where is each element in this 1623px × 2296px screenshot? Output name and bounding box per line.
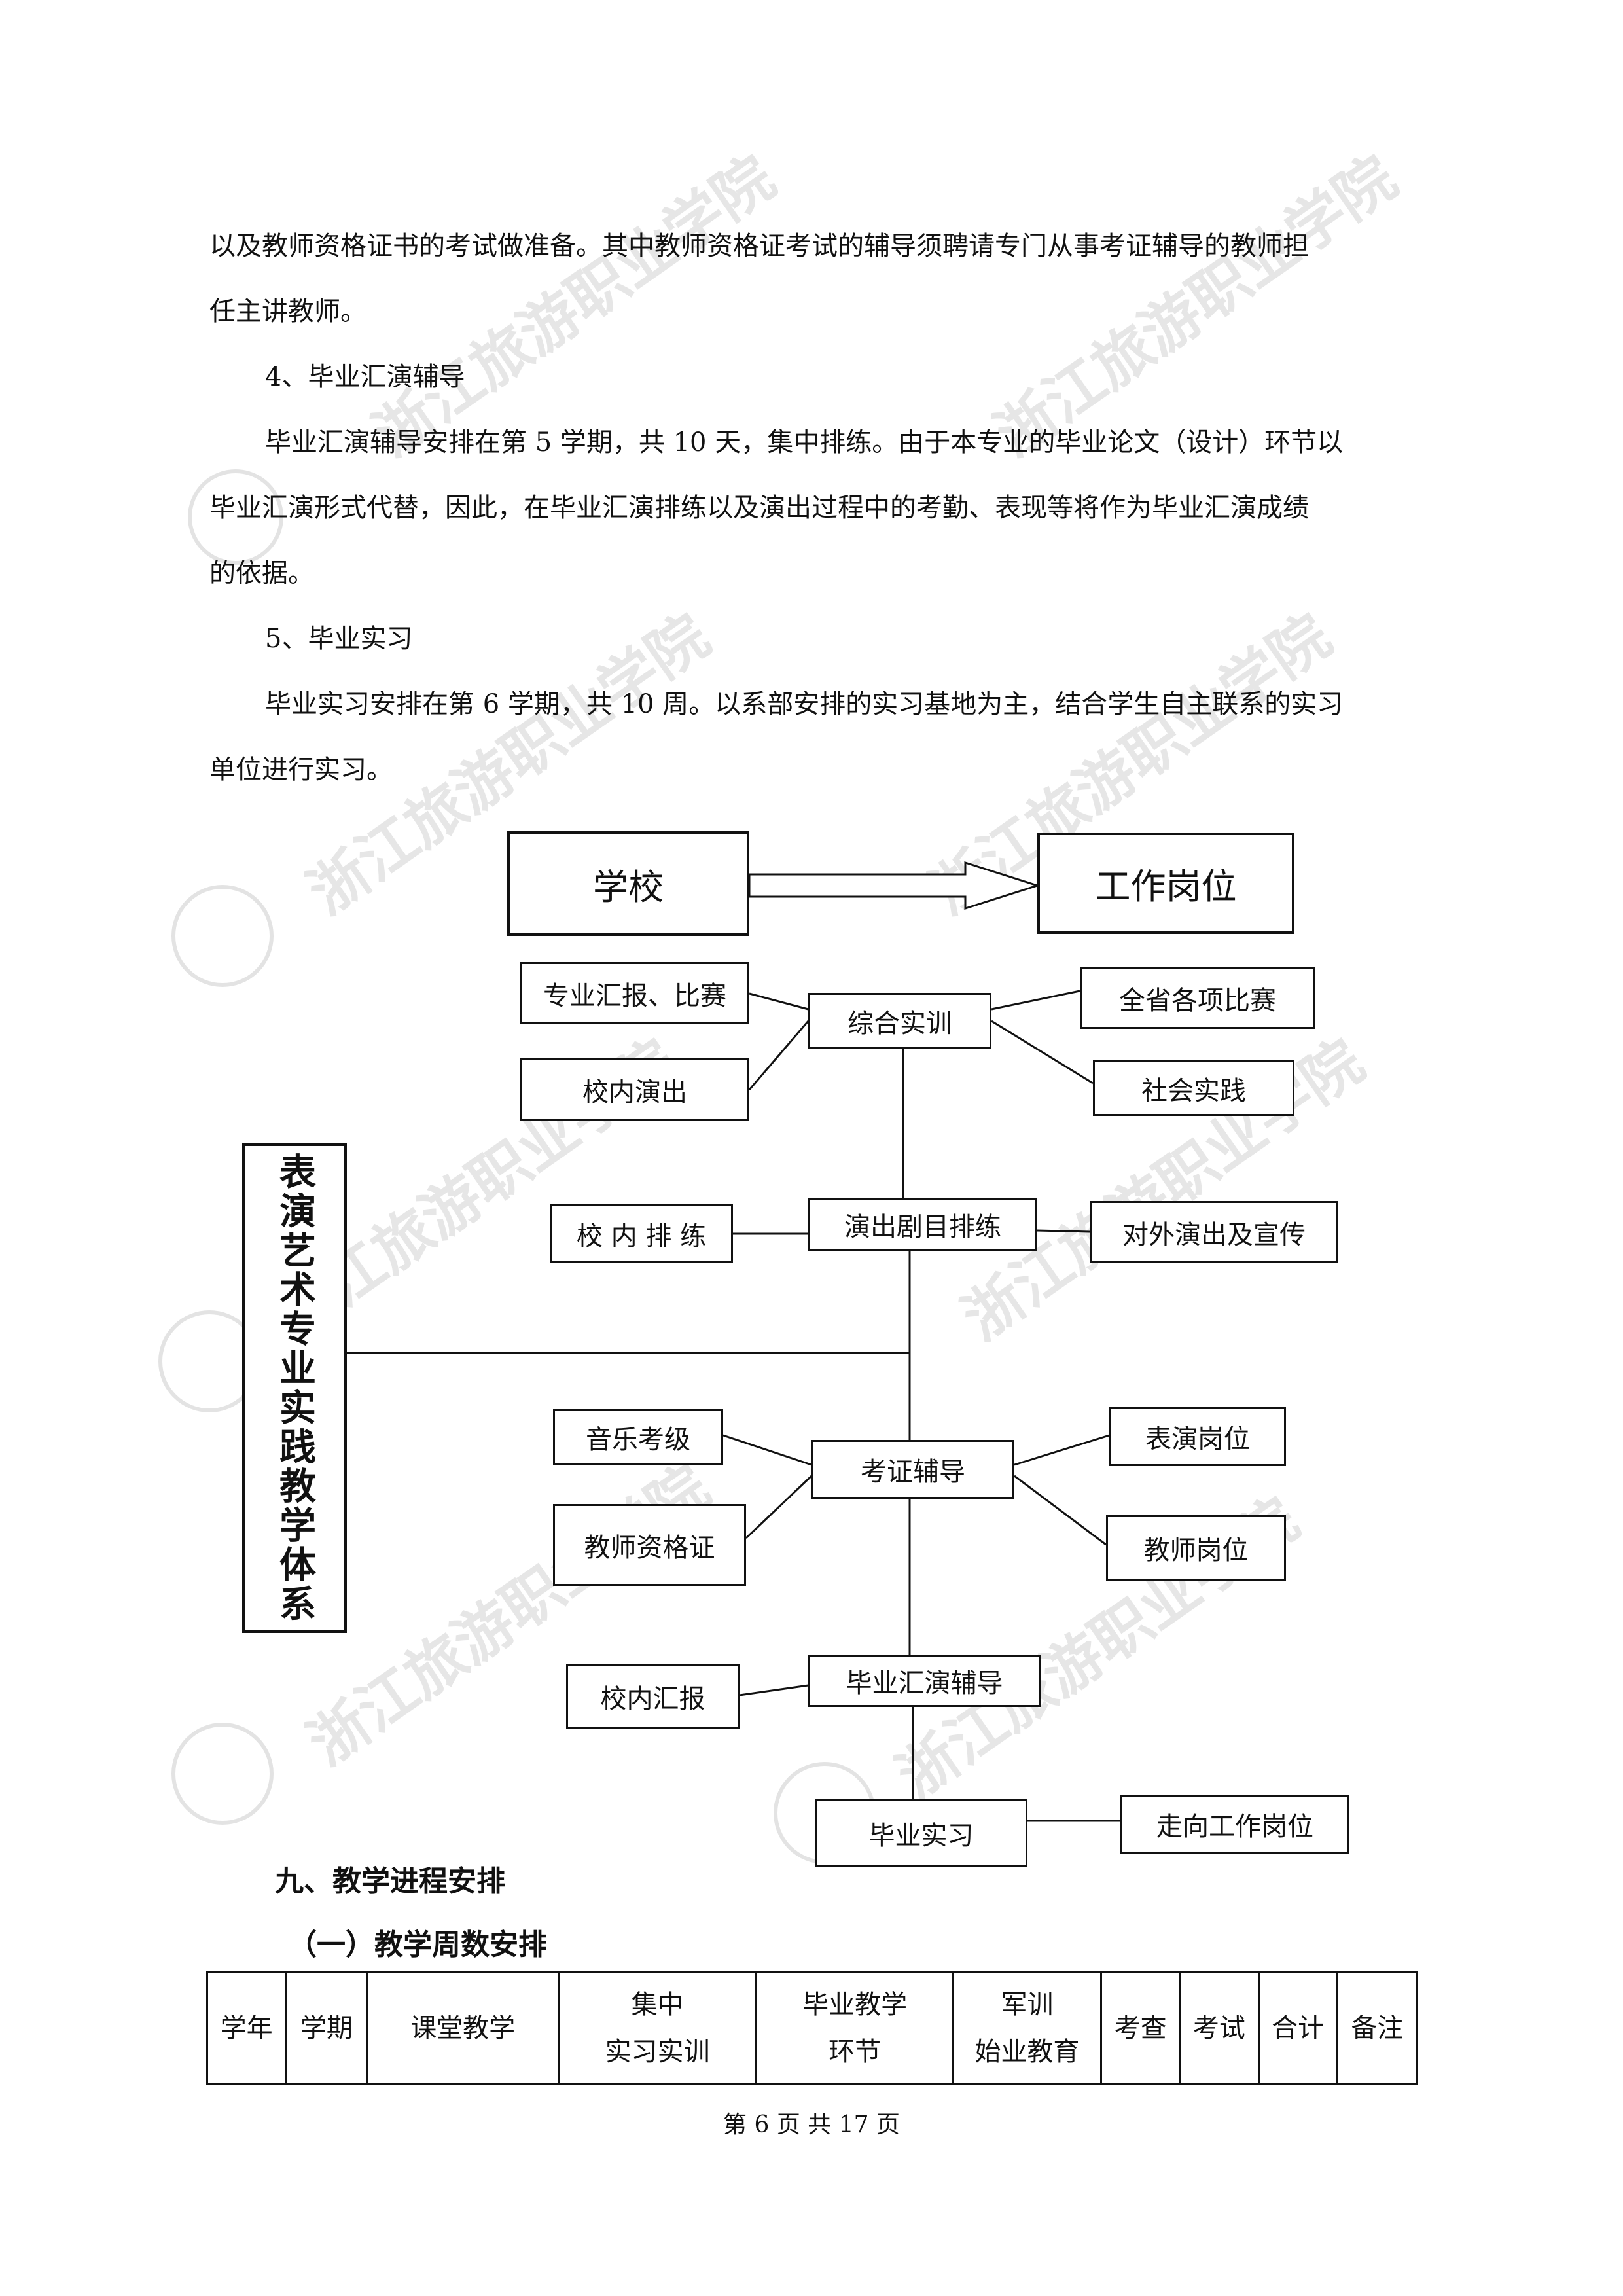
table-header-cell: 合计 <box>1257 1971 1338 2085</box>
paragraph-line: 的依据。 <box>209 558 314 588</box>
box-to-workplace: 走向工作岗位 <box>1120 1795 1349 1854</box>
box-teacher-post: 教师岗位 <box>1106 1515 1286 1581</box>
subsection-heading: （一）教学周数安排 <box>288 1928 547 1962</box>
box-music-grade: 音乐考级 <box>553 1409 723 1465</box>
box-performer-post: 表演岗位 <box>1109 1407 1286 1466</box>
box-campus-rehearsal: 校 内 排 练 <box>550 1204 733 1263</box>
table-header-cell: 考查 <box>1100 1971 1181 2085</box>
paragraph-line: 毕业实习安排在第 6 学期，共 10 周。以系部安排的实习基地为主，结合学生自主… <box>265 689 1344 719</box>
box-teacher-certificate: 教师资格证 <box>553 1504 746 1586</box>
box-comprehensive-training: 综合实训 <box>808 993 991 1049</box>
subheading-internship: 5、毕业实习 <box>265 624 413 654</box>
table-header-cell: 备注 <box>1336 1971 1419 2085</box>
table-header-cell: 学期 <box>285 1971 368 2085</box>
box-report-competition: 专业汇报、比赛 <box>520 962 749 1024</box>
box-certificate-tutoring: 考证辅导 <box>812 1440 1014 1499</box>
subheading-graduation-show: 4、毕业汇演辅导 <box>265 362 465 392</box>
page-footer: 第 6 页 共 17 页 <box>723 2111 900 2138</box>
paragraph-line: 毕业汇演辅导安排在第 5 学期，共 10 天，集中排练。由于本专业的毕业论文（设… <box>265 427 1344 457</box>
table-header-cell: 课堂教学 <box>366 1971 560 2085</box>
table-header-cell: 学年 <box>205 1971 287 2085</box>
box-workplace: 工作岗位 <box>1037 833 1294 934</box>
paragraph-line: 毕业汇演形式代替，因此，在毕业汇演排练以及演出过程中的考勤、表现等将作为毕业汇演… <box>209 493 1309 523</box>
table-header-cell: 军训始业教育 <box>952 1971 1103 2085</box>
box-campus-report: 校内汇报 <box>566 1664 740 1729</box>
box-province-competition: 全省各项比赛 <box>1080 967 1315 1029</box>
paragraph-line: 任主讲教师。 <box>209 296 366 327</box>
table-header-cell: 毕业教学环节 <box>755 1971 954 2085</box>
table-header-cell: 集中实习实训 <box>557 1971 758 2085</box>
box-school: 学校 <box>507 831 749 936</box>
box-external-show: 对外演出及宣传 <box>1090 1201 1338 1263</box>
table-header-row: 学年 学期 课堂教学 集中实习实训 毕业教学环节 军训始业教育 考查 考试 合计… <box>205 1971 1419 2085</box>
box-internship: 毕业实习 <box>815 1799 1027 1867</box>
table-header-cell: 考试 <box>1179 1971 1260 2085</box>
paragraph-line: 以及教师资格证书的考试做准备。其中教师资格证考试的辅导须聘请专门从事考证辅导的教… <box>209 231 1309 261</box>
box-graduation-show: 毕业汇演辅导 <box>808 1655 1041 1707</box>
box-social-practice: 社会实践 <box>1093 1060 1294 1116</box>
box-campus-show: 校内演出 <box>520 1058 749 1121</box>
weeks-table: 学年 学期 课堂教学 集中实习实训 毕业教学环节 军训始业教育 考查 考试 合计… <box>205 1971 1419 2085</box>
section-heading: 九、教学进程安排 <box>275 1865 505 1898</box>
paragraph-line: 单位进行实习。 <box>209 755 393 785</box>
box-practice-system: 表演艺术专业实践教学体系 <box>242 1143 347 1633</box>
box-repertoire-rehearsal: 演出剧目排练 <box>808 1198 1037 1251</box>
